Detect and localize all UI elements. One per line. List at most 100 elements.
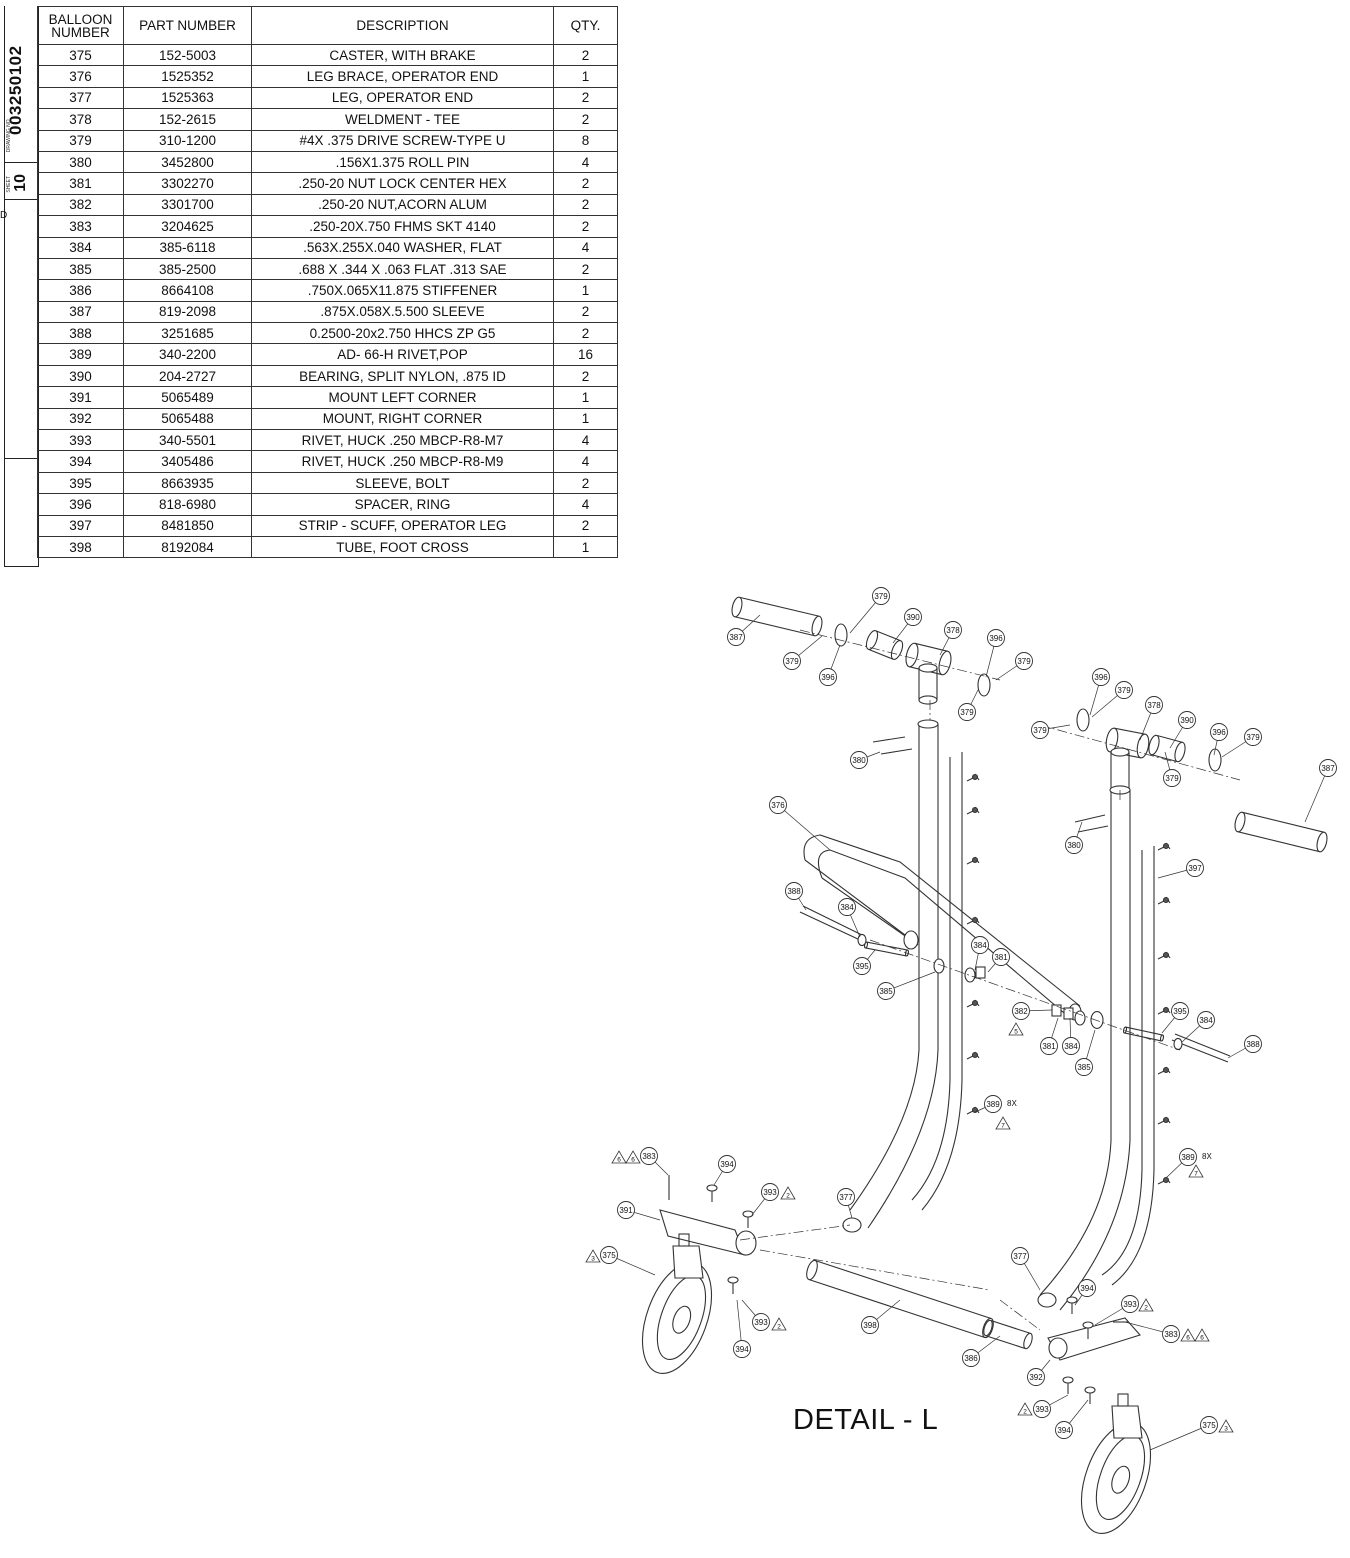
edge-fragment: D: [0, 210, 8, 221]
rivet-389-head: [1162, 951, 1170, 959]
washer: [1090, 1011, 1104, 1029]
balloon-395: [1171, 1002, 1189, 1020]
balloon-396: [987, 629, 1005, 647]
balloon-label: 390: [1180, 716, 1194, 725]
balloon-number-cell: 389: [37, 343, 124, 366]
title-block-divider: [5, 199, 38, 200]
sleeve-395-right-end: [1122, 1026, 1128, 1034]
balloon-397: [1186, 859, 1204, 877]
balloon-386: [962, 1349, 980, 1367]
foot-cross-tube-398-body: [808, 1259, 992, 1339]
part-number-cell: 8664108: [123, 279, 252, 302]
stiffener-386-body: [985, 1319, 1031, 1350]
spacer-396: [977, 673, 991, 697]
note-flag: [995, 1116, 1011, 1130]
balloon-label: 383: [1164, 1330, 1178, 1339]
quantity-note: 8X: [1007, 1099, 1017, 1108]
washer: [1173, 1037, 1183, 1051]
balloon-379: [1163, 769, 1181, 787]
balloon-label: 385: [1077, 1063, 1091, 1072]
part-number-cell: 8663935: [123, 471, 252, 495]
balloon-label: 394: [1080, 1284, 1094, 1293]
nut: [1051, 1004, 1062, 1017]
balloon-label: 379: [785, 657, 799, 666]
tee-378-left-stem: [918, 663, 938, 705]
rivet-389-head: [1162, 1066, 1170, 1074]
note-flag: [625, 1150, 641, 1164]
balloon-label: 378: [946, 626, 960, 635]
balloon-388: [785, 882, 803, 900]
balloon-387: [727, 628, 745, 646]
stiffener-386-end: [1023, 1332, 1033, 1350]
balloon-390: [1178, 711, 1196, 729]
caster-375-left-fork: [672, 1245, 704, 1279]
balloon-394: [1078, 1279, 1096, 1297]
mount-391-bore: [735, 1230, 757, 1256]
description-cell: MOUNT LEFT CORNER: [251, 386, 554, 409]
bearing-390-right: [1148, 734, 1186, 763]
sleeve-387-right-end: [1234, 811, 1246, 833]
balloon-label: 381: [994, 953, 1008, 962]
header-description: DESCRIPTION: [251, 6, 554, 45]
balloon-391: [617, 1201, 635, 1219]
part-number-cell: 8192084: [123, 535, 252, 559]
rivet-389-head: [971, 856, 979, 864]
note-flag-label: 7: [1194, 1171, 1198, 1178]
qty-cell: 16: [553, 343, 618, 366]
detail-label: DETAIL - L: [793, 1404, 939, 1436]
rivet-389-head: [971, 999, 979, 1007]
note-flag-label: 7: [1001, 1123, 1005, 1130]
balloon-388: [1244, 1035, 1262, 1053]
balloon-379: [1244, 728, 1262, 746]
balloon-number-cell: 382: [37, 193, 124, 217]
title-block-divider: [5, 458, 38, 459]
leg-brace-376-end: [903, 930, 919, 950]
spacer-396: [1208, 748, 1222, 772]
part-number-cell: 340-2200: [123, 343, 252, 366]
part-number-cell: 152-2615: [123, 108, 252, 131]
note-flag-label: 5: [1014, 1029, 1018, 1036]
leader-line: [1149, 1424, 1210, 1451]
roll-pin-380-right: [1074, 814, 1109, 833]
balloon-385: [877, 982, 895, 1000]
bearing-390-left-end: [865, 630, 879, 650]
balloon-395: [853, 957, 871, 975]
tee-378-right-top-end: [1136, 733, 1150, 759]
bearing-390-right-end: [1148, 734, 1160, 756]
bearing-390-left: [865, 630, 904, 660]
leg-377-left-foot: [842, 1217, 862, 1233]
scuff-strip-397-left: [911, 752, 963, 1211]
bearing-390-right-end: [1174, 741, 1186, 763]
header-part-number: PART NUMBER: [123, 6, 252, 45]
note-flag-label: 2: [786, 1193, 790, 1200]
center-line: [799, 629, 1001, 681]
balloon-label: 394: [735, 1345, 749, 1354]
roll-pin-380-left: [872, 736, 913, 755]
center-line: [759, 1249, 991, 1291]
note-flag-label: 6: [617, 1157, 621, 1164]
bearing-390-left-end: [890, 640, 904, 660]
huck-rivet-head: [742, 1210, 754, 1218]
balloon-383: [640, 1147, 658, 1165]
balloon-label: 379: [1165, 774, 1179, 783]
balloon-label: 386: [964, 1354, 978, 1363]
balloon-398: [861, 1316, 879, 1334]
note-flag-label: 2: [777, 1324, 781, 1331]
foot-cross-tube-398-end: [806, 1259, 818, 1281]
balloon-number-cell: 387: [37, 300, 124, 324]
nut: [975, 966, 986, 979]
balloon-381: [992, 948, 1010, 966]
balloon-label: 390: [906, 613, 920, 622]
leader-line: [777, 804, 831, 851]
spacer-396: [1076, 708, 1090, 732]
description-cell: .250-20 NUT,ACORN ALUM: [251, 193, 554, 217]
bearing-390-right-body: [1151, 734, 1183, 763]
